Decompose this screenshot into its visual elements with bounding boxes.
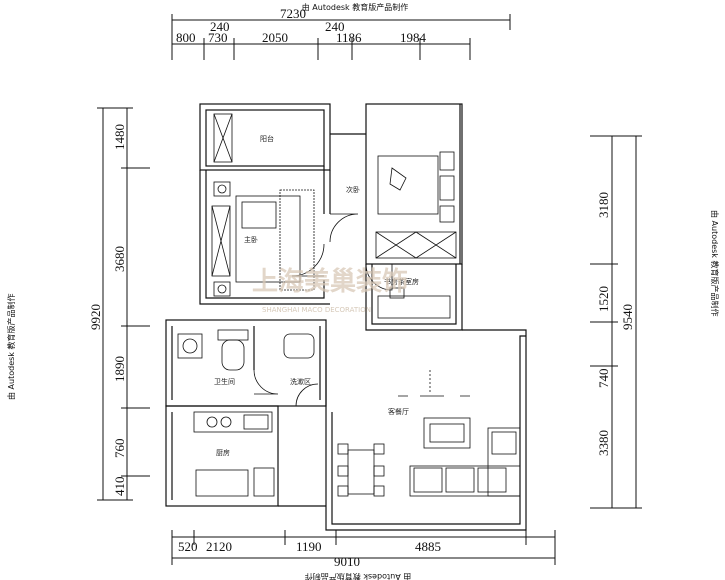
dim-top-3: 2050 — [262, 30, 288, 45]
room-master-bedroom: 主卧 — [244, 235, 258, 244]
master-wardrobe — [211, 205, 231, 277]
dim-right-total: 9540 — [620, 304, 635, 330]
dim-bottom-2: 2120 — [206, 539, 232, 554]
walls — [165, 103, 527, 531]
right-dim-labels: 3180 1520 740 3380 9540 — [596, 192, 635, 456]
second-wardrobe — [375, 231, 457, 259]
right-dimensions — [590, 135, 642, 509]
furniture — [177, 113, 521, 497]
kitchen-counter — [193, 411, 273, 433]
top-dimensions — [171, 14, 511, 60]
dim-right-1: 3180 — [596, 192, 611, 218]
footer-credit: 由 Autodesk 教育版产品制作 — [305, 572, 411, 580]
doors — [253, 213, 393, 407]
dim-bottom-total: 9010 — [334, 554, 360, 569]
dim-right-2: 1520 — [596, 286, 611, 312]
watermark: 上海美巢装饰 SHANGHAI MACO DECORATION — [252, 266, 408, 314]
watermark-sub: SHANGHAI MACO DECORATION — [262, 306, 371, 314]
dim-left-3: 1890 — [112, 356, 127, 382]
dim-top-1: 800 — [176, 30, 196, 45]
dim-left-total: 9920 — [88, 304, 103, 330]
dining-table — [347, 449, 375, 495]
room-second-bedroom: 次卧 — [346, 185, 360, 194]
tv-cabinet — [423, 417, 471, 449]
room-living-dining: 客餐厅 — [388, 407, 409, 416]
dim-left-2: 3680 — [112, 246, 127, 272]
dim-top-total: 7230 — [280, 6, 306, 21]
room-study: 书房茶室房 — [384, 277, 419, 286]
dim-top-5: 1984 — [400, 30, 427, 45]
dim-top-upper-2: 240 — [325, 19, 345, 34]
bottom-dimensions — [171, 530, 556, 565]
sofa — [487, 427, 521, 497]
header-credit: 由 Autodesk 教育版产品制作 — [302, 2, 408, 12]
left-credit: 由 Autodesk 教育版产品制作 — [6, 294, 16, 400]
master-bed — [235, 195, 301, 283]
room-balcony: 阳台 — [260, 134, 274, 143]
left-dimensions — [97, 107, 150, 501]
dim-left-1: 1480 — [112, 124, 127, 150]
room-bathroom: 卫生间 — [214, 377, 235, 386]
watermark-logo: 上海美巢装饰 — [252, 266, 408, 297]
dim-top-upper-1: 240 — [210, 19, 230, 34]
dim-left-5: 410 — [112, 477, 127, 497]
dim-bottom-4: 4885 — [415, 539, 441, 554]
study-desk — [377, 295, 451, 319]
toilet — [221, 339, 245, 371]
dim-right-3: 740 — [596, 369, 611, 389]
dim-left-4: 760 — [112, 439, 127, 459]
balcony-cabinet — [213, 113, 233, 163]
room-laundry: 洗漱区 — [290, 377, 311, 386]
basin — [283, 333, 315, 359]
dim-bottom-1: 520 — [178, 539, 198, 554]
second-bed — [377, 155, 439, 215]
corner-credit: 天涯社区@clouds蒋 — [610, 563, 712, 577]
room-kitchen: 厨房 — [216, 448, 230, 457]
dim-bottom-3: 1190 — [296, 539, 322, 554]
dim-top-4: 1186 — [336, 30, 362, 45]
washer — [177, 333, 203, 359]
room-labels: 阳台 次卧 主卧 书房茶室房 卫生间 洗漱区 客餐厅 厨房 — [214, 134, 419, 457]
left-dim-labels: 1480 3680 1890 760 410 9920 — [88, 124, 127, 496]
dim-top-2: 730 — [208, 30, 228, 45]
right-credit: 由 Autodesk 教育版产品制作 — [710, 210, 720, 316]
dim-right-4: 3380 — [596, 430, 611, 456]
